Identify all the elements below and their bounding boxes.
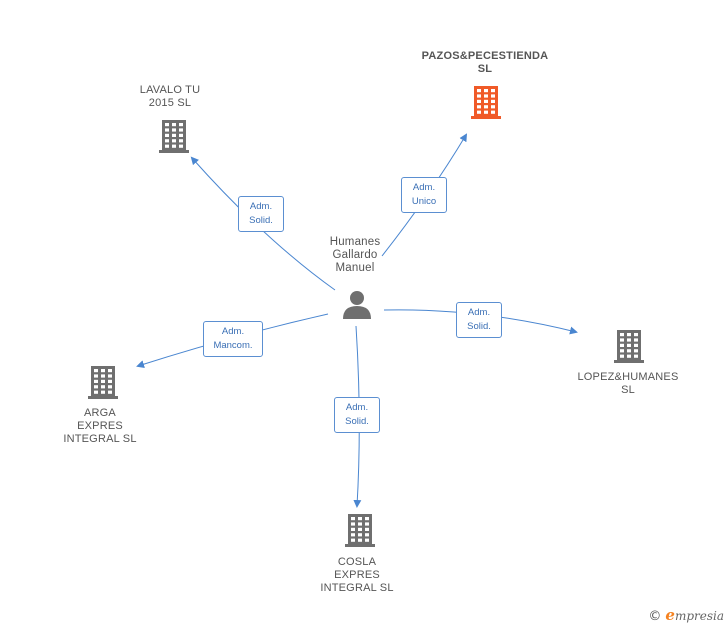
edge-lavalo bbox=[190, 156, 336, 291]
company-name-line: EXPRES bbox=[77, 420, 123, 432]
company-name-line: SL bbox=[477, 63, 493, 75]
company-name-line: ARGA bbox=[84, 407, 116, 419]
relation-box-lopez[interactable]: Adm. Solid. bbox=[456, 302, 502, 338]
person-icon bbox=[343, 291, 371, 319]
building-icon bbox=[614, 330, 644, 363]
relation-box-pazos[interactable]: Adm. Unico bbox=[401, 177, 447, 213]
company-label-cosla[interactable]: COSLA EXPRES INTEGRAL SL bbox=[297, 556, 417, 595]
relation-role: Adm. bbox=[249, 201, 273, 212]
building-icon bbox=[345, 514, 375, 547]
company-name-line: INTEGRAL SL bbox=[63, 433, 137, 445]
relation-box-arga[interactable]: Adm. Mancom. bbox=[203, 321, 263, 357]
company-name-line: COSLA bbox=[337, 556, 377, 568]
relation-box-cosla[interactable]: Adm. Solid. bbox=[334, 397, 380, 433]
center-name-line: Gallardo bbox=[332, 249, 378, 261]
relation-box-lavalo[interactable]: Adm. Solid. bbox=[238, 196, 284, 232]
relation-role: Adm. bbox=[467, 307, 491, 318]
relation-role: Solid. bbox=[345, 416, 369, 427]
company-label-arga[interactable]: ARGA EXPRES INTEGRAL SL bbox=[40, 407, 160, 446]
company-name-line: INTEGRAL SL bbox=[320, 582, 394, 594]
center-name-line: Manuel bbox=[335, 262, 375, 274]
empresia-watermark[interactable]: ©empresia bbox=[648, 606, 724, 624]
building-icon bbox=[88, 366, 118, 399]
relation-role: Adm. bbox=[412, 182, 436, 193]
company-name-line: SL bbox=[621, 384, 635, 396]
company-label-lopez[interactable]: LOPEZ&HUMANES SL bbox=[566, 371, 690, 397]
brand-initial: e bbox=[665, 606, 675, 624]
center-name-line: Humanes bbox=[329, 236, 381, 248]
relation-role: Adm. bbox=[221, 326, 245, 337]
company-name-line: 2015 SL bbox=[148, 97, 192, 109]
company-name-line: LAVALO TU bbox=[139, 84, 201, 96]
company-name-line: EXPRES bbox=[334, 569, 380, 581]
company-label-lavalo[interactable]: LAVALO TU 2015 SL bbox=[120, 84, 220, 110]
relation-role: Solid. bbox=[467, 321, 491, 332]
relation-role: Unico bbox=[411, 196, 437, 207]
company-name-line: LOPEZ&HUMANES bbox=[577, 371, 679, 383]
relation-role: Adm. bbox=[345, 402, 369, 413]
building-icon bbox=[471, 86, 501, 119]
company-name-line: PAZOS&PECESTIENDA bbox=[421, 50, 549, 62]
center-person-name[interactable]: Humanes Gallardo Manuel bbox=[310, 236, 400, 275]
relation-role: Mancom. bbox=[213, 340, 253, 351]
building-icon bbox=[159, 120, 189, 153]
copyright-symbol: © bbox=[648, 609, 662, 624]
company-label-pazos[interactable]: PAZOS&PECESTIENDA SL bbox=[400, 50, 570, 76]
relation-role: Solid. bbox=[249, 215, 273, 226]
brand-name: mpresia bbox=[674, 609, 724, 623]
